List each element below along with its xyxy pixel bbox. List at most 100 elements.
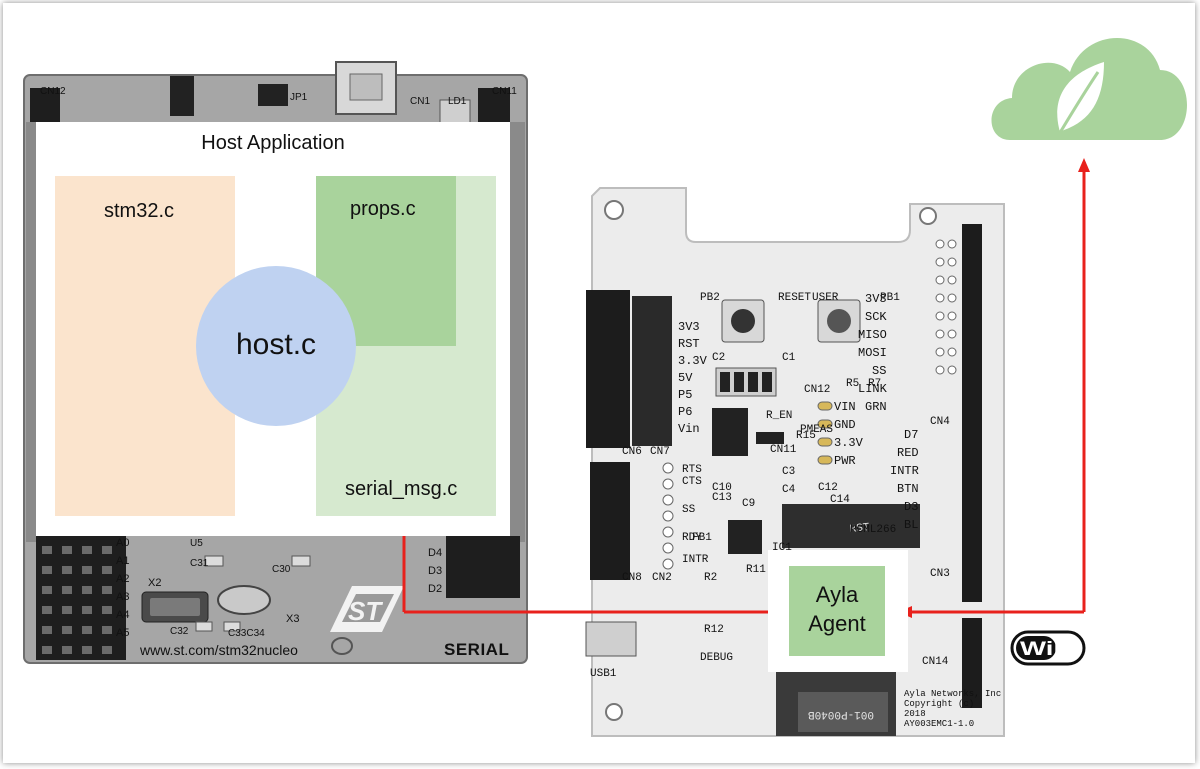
header-hole [935,347,945,357]
ayla-pin-label: 3V3 [678,320,700,334]
svg-text:RST: RST [849,522,870,536]
stm-pin-label: A0 [116,537,129,549]
ayla-board-label: PB1 [880,292,900,304]
header-hole [947,329,957,339]
ayla-board-label: C12 [818,482,838,494]
ayla-board-label: CN6 [622,446,642,458]
ayla-pin-label: Vin [678,422,700,436]
ayla-footer-line: Copyright (c) [904,699,974,709]
ayla-board-label: R15 [796,430,816,442]
header-hole [935,239,945,249]
ayla-pin-label: BL [904,518,918,532]
ayla-board-label: C9 [742,498,755,510]
host-circle [196,266,356,426]
header-hole [935,329,945,339]
ayla-pin-label: SS [872,364,886,378]
ayla-footer-line: AY003EMC1-1.0 [904,719,974,729]
ayla-board-label: R_EN [766,410,792,422]
ayla-board-label: CTS [682,476,702,488]
serial-link-label: SERIAL [444,640,510,659]
svg-text:U5: U5 [190,538,203,549]
ayla-board-label: C2 [712,352,725,364]
stm-pin-label: A1 [116,555,129,567]
header-hole [947,311,957,321]
svg-text:X3: X3 [286,613,299,625]
header-hole [662,510,674,522]
stm32-label: stm32.c [104,200,175,222]
ayla-pin-label: INTR [890,464,919,478]
stm-pin-label: A2 [116,573,129,585]
ayla-pin-label: VIN [834,400,856,414]
ayla-board-label: CN7 [650,446,670,458]
svg-text:ST: ST [348,596,383,626]
stm-pin-label: D2 [428,583,442,595]
svg-text:C31: C31 [190,558,209,569]
serial-msg-label: serial_msg.c [345,478,458,500]
svg-text:C32: C32 [170,626,189,637]
stm-pin-label: A5 [116,627,129,639]
header-hole [947,365,957,375]
ayla-board-label: CN4 [930,416,950,428]
ayla-pin-label: RST [678,337,700,351]
ayla-pin-label: P6 [678,405,692,419]
stm-pin-label: D4 [428,547,442,559]
svg-text:001-P0040B: 001-P0040B [808,708,874,720]
leaf-icon [1056,62,1104,137]
svg-text:X2: X2 [148,577,161,589]
ayla-board-label: R12 [704,624,724,636]
ayla-agent-line2: Agent [808,611,866,636]
ayla-board-label: INTR [682,554,709,566]
stm-url: www.st.com/stm32nucleo [139,642,298,658]
ayla-board-label: C1 [782,352,796,364]
ayla-pin-label: 5V [678,371,693,385]
svg-text:CN11: CN11 [492,86,517,97]
header-hole [935,275,945,285]
ayla-board-label: R11 [746,564,766,576]
ayla-board-label: R2 [704,572,717,584]
ayla-pin-label: GRN [865,400,887,414]
ayla-board-label: PB2 [700,292,720,304]
ayla-pin-label: BTN [897,482,919,496]
cloud-icon [991,37,1187,141]
props-label: props.c [350,198,416,220]
header-hole [935,365,945,375]
ayla-board-label: RDY [682,532,702,544]
svg-text:CN1: CN1 [410,96,430,107]
ayla-board-label: PCML266 [850,524,896,536]
header-hole [662,542,674,554]
ayla-pin-label: PWR [834,454,856,468]
ayla-board-label: PMEAS [800,424,833,436]
host-application-title: Host Application [201,132,345,154]
ayla-pin-label: P5 [678,388,692,402]
header-hole [935,311,945,321]
ayla-agent-line1: Ayla [815,582,859,607]
header-hole [662,478,674,490]
header-hole [935,257,945,267]
ayla-board-label: C4 [782,484,796,496]
ayla-pin-label: 3V3 [865,292,887,306]
ayla-board-label: CN11 [770,444,797,456]
ayla-board-label: FB1 [692,532,712,544]
serial-link-arrow [402,526,778,614]
host-label: host.c [236,328,317,361]
ayla-pin-label: LINK [858,382,888,396]
header-hole [662,494,674,506]
ayla-pin-label: SCK [865,310,887,324]
wifi-logo: WiFi [1010,630,1086,666]
ayla-pin-label: D7 [904,428,918,442]
ayla-board-label: DEBUG [700,652,733,664]
svg-text:CN12: CN12 [40,86,66,97]
header-hole [947,293,957,303]
header-hole [947,347,957,357]
svg-text:LD1: LD1 [448,96,467,107]
ayla-pin-label: 3.3V [834,436,864,450]
ayla-board-label: RESET [778,292,811,304]
header-hole [662,526,674,538]
header-hole [662,558,674,570]
ayla-board-label: C10 [712,482,732,494]
ayla-pin-label: MOSI [858,346,887,360]
stm-pin-label: A3 [116,591,129,603]
ayla-pin-label: MISO [858,328,887,342]
ayla-board-label: CN3 [930,568,950,580]
